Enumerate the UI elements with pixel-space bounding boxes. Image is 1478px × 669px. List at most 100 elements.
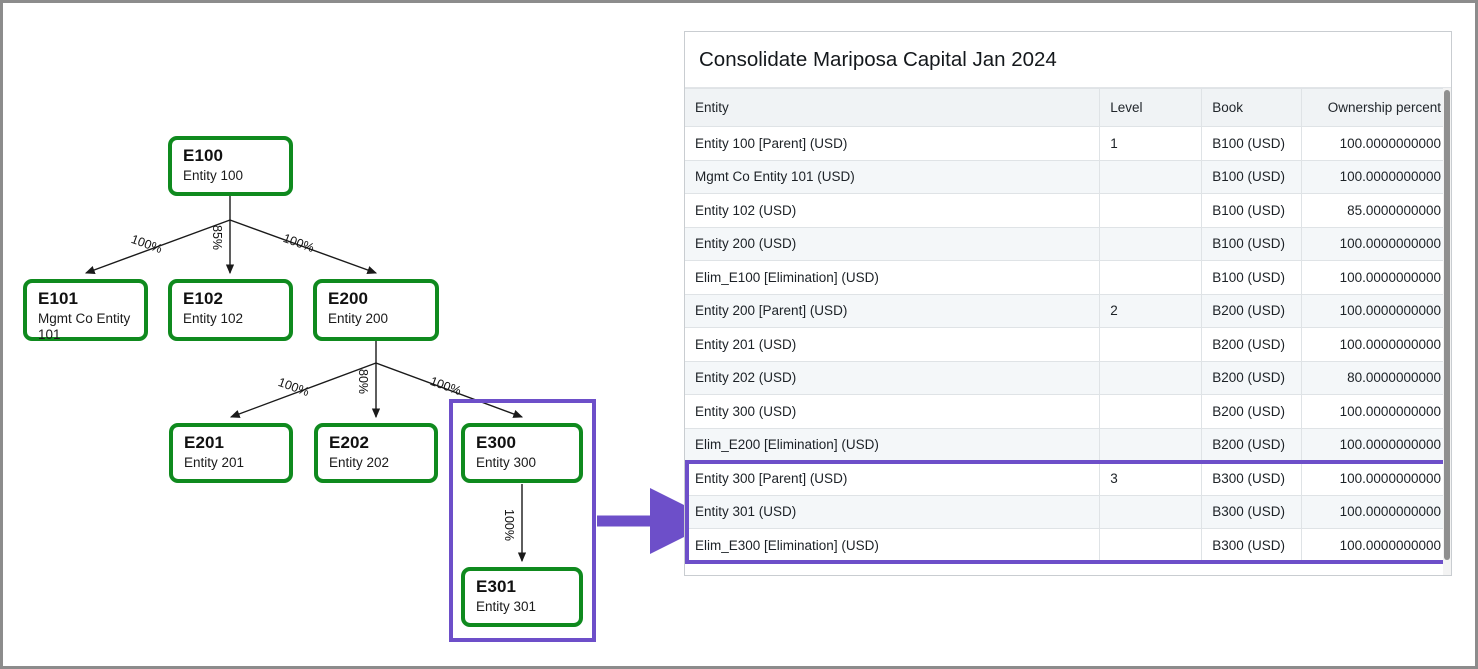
cell-ownership-percent: 100.0000000000 <box>1301 428 1451 462</box>
cell-entity: Elim_E200 [Elimination] (USD) <box>685 428 1101 462</box>
cell-level <box>1099 495 1203 529</box>
table-row[interactable]: Elim_E300 [Elimination] (USD) B300 (USD)1… <box>685 528 1451 563</box>
cell-book: B200 (USD) <box>1201 428 1303 462</box>
diagram-node-E300[interactable]: E300 Entity 300 <box>461 423 583 483</box>
cell-ownership-percent: 100.0000000000 <box>1301 528 1451 563</box>
table-row[interactable]: Entity 202 (USD) B200 (USD)80.0000000000 <box>685 361 1451 395</box>
diagram-node-E100[interactable]: E100 Entity 100 <box>168 136 293 196</box>
cell-level: 2 <box>1099 294 1203 328</box>
cell-entity: Elim_E100 [Elimination] (USD) <box>685 260 1101 295</box>
cell-entity: Entity 200 (USD) <box>685 227 1101 261</box>
ownership-grid-wrapper: Entity Level Book Ownership percent Enti… <box>685 88 1451 575</box>
node-name: Entity 100 <box>183 168 244 183</box>
column-header-book[interactable]: Book <box>1201 88 1303 127</box>
node-code: E102 <box>183 289 224 308</box>
edge-label-E100-E102: 85% <box>210 225 224 251</box>
node-code: E101 <box>38 289 79 308</box>
grid-header-row: Entity Level Book Ownership percent <box>685 88 1451 127</box>
table-row[interactable]: Entity 102 (USD) B100 (USD)85.0000000000 <box>685 193 1451 228</box>
node-name: Entity 300 <box>476 455 537 470</box>
cell-book: B300 (USD) <box>1201 528 1303 563</box>
cell-level <box>1099 528 1203 563</box>
diagram-selection-box <box>449 399 596 642</box>
table-row[interactable]: Entity 301 (USD) B300 (USD)100.0000000000 <box>685 495 1451 529</box>
cell-ownership-percent: 100.0000000000 <box>1301 294 1451 328</box>
cell-level <box>1099 327 1203 362</box>
cell-book: B200 (USD) <box>1201 327 1303 362</box>
column-header-ownership-percent[interactable]: Ownership percent <box>1301 88 1451 127</box>
column-header-level[interactable]: Level <box>1099 88 1203 127</box>
entity-hierarchy-diagram: E100 Entity 100 E101 Mgmt Co Entity 101 … <box>3 3 716 666</box>
diagram-node-E301[interactable]: E301 Entity 301 <box>461 567 583 627</box>
node-code: E100 <box>183 146 224 165</box>
cell-book: B200 (USD) <box>1201 361 1303 395</box>
cell-level <box>1099 160 1203 194</box>
consolidation-result-card: Consolidate Mariposa Capital Jan 2024 En… <box>684 31 1452 576</box>
cell-entity: Entity 300 [Parent] (USD) <box>685 461 1101 496</box>
table-row[interactable]: Elim_E100 [Elimination] (USD) B100 (USD)1… <box>685 260 1451 295</box>
cell-level: 1 <box>1099 126 1203 161</box>
node-name: Entity 200 <box>328 311 389 326</box>
grid-scrollbar-thumb[interactable] <box>1444 90 1450 560</box>
cell-entity: Entity 102 (USD) <box>685 193 1101 228</box>
node-name: Entity 201 <box>184 455 245 470</box>
node-code: E200 <box>328 289 369 308</box>
edge-label-E300-E301: 100% <box>502 509 516 541</box>
cell-entity: Entity 202 (USD) <box>685 361 1101 395</box>
cell-level <box>1099 361 1203 395</box>
cell-book: B300 (USD) <box>1201 461 1303 496</box>
table-row[interactable]: Elim_E200 [Elimination] (USD) B200 (USD)1… <box>685 428 1451 462</box>
node-code: E202 <box>329 433 370 452</box>
node-code: E301 <box>476 577 517 596</box>
cell-ownership-percent: 100.0000000000 <box>1301 495 1451 529</box>
diagram-node-E201[interactable]: E201 Entity 201 <box>169 423 293 483</box>
node-code: E300 <box>476 433 517 452</box>
cell-level <box>1099 428 1203 462</box>
cell-ownership-percent: 100.0000000000 <box>1301 227 1451 261</box>
cell-level: 3 <box>1099 461 1203 496</box>
cell-book: B200 (USD) <box>1201 394 1303 429</box>
diagram-node-E101[interactable]: E101 Mgmt Co Entity 101 <box>23 279 148 342</box>
cell-ownership-percent: 100.0000000000 <box>1301 260 1451 295</box>
cell-entity: Entity 100 [Parent] (USD) <box>685 126 1101 161</box>
cell-book: B100 (USD) <box>1201 126 1303 161</box>
cell-ownership-percent: 100.0000000000 <box>1301 160 1451 194</box>
table-row[interactable]: Entity 200 (USD) B100 (USD)100.0000000000 <box>685 227 1451 261</box>
cell-ownership-percent: 80.0000000000 <box>1301 361 1451 395</box>
diagram-node-E200[interactable]: E200 Entity 200 <box>313 279 439 341</box>
grid-vertical-scrollbar[interactable] <box>1443 88 1451 575</box>
cell-entity: Entity 300 (USD) <box>685 394 1101 429</box>
cell-ownership-percent: 85.0000000000 <box>1301 193 1451 228</box>
node-name: Entity 202 <box>329 455 390 470</box>
cell-ownership-percent: 100.0000000000 <box>1301 394 1451 429</box>
cell-book: B100 (USD) <box>1201 193 1303 228</box>
column-header-entity[interactable]: Entity <box>685 88 1101 127</box>
cell-level <box>1099 227 1203 261</box>
cell-entity: Mgmt Co Entity 101 (USD) <box>685 160 1101 194</box>
cell-level <box>1099 193 1203 228</box>
cell-ownership-percent: 100.0000000000 <box>1301 461 1451 496</box>
cell-ownership-percent: 100.0000000000 <box>1301 126 1451 161</box>
cell-entity: Entity 200 [Parent] (USD) <box>685 294 1101 328</box>
diagram-edges-layer <box>84 196 716 563</box>
cell-book: B100 (USD) <box>1201 227 1303 261</box>
node-code: E201 <box>184 433 225 452</box>
diagram-node-E202[interactable]: E202 Entity 202 <box>314 423 438 483</box>
table-row[interactable]: Entity 201 (USD)B200 (USD)100.0000000000 <box>685 327 1451 362</box>
cell-ownership-percent: 100.0000000000 <box>1301 327 1451 362</box>
cell-book: B100 (USD) <box>1201 160 1303 194</box>
table-row[interactable]: Mgmt Co Entity 101 (USD) B100 (USD)100.00… <box>685 160 1451 194</box>
cell-book: B200 (USD) <box>1201 294 1303 328</box>
cell-entity: Entity 301 (USD) <box>685 495 1101 529</box>
cell-book: B100 (USD) <box>1201 260 1303 295</box>
cell-book: B300 (USD) <box>1201 495 1303 529</box>
diagram-node-E102[interactable]: E102 Entity 102 <box>168 279 293 341</box>
table-row[interactable]: Entity 300 (USD) B200 (USD)100.0000000000 <box>685 394 1451 429</box>
node-name: Entity 301 <box>476 599 537 614</box>
cell-entity: Elim_E300 [Elimination] (USD) <box>685 528 1101 563</box>
